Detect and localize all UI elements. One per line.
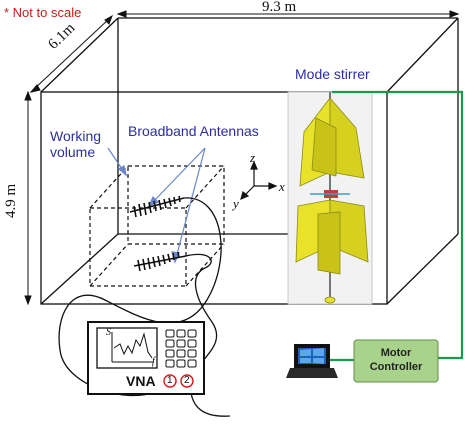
vna-screen-x-label: f <box>152 356 155 367</box>
motor-controller-label: Motor Controller <box>369 347 423 373</box>
stirrer-blade-6 <box>317 211 341 275</box>
vna-label: VNA <box>126 373 156 389</box>
height-label: 4.9 m <box>3 183 19 218</box>
vna-instrument <box>87 321 205 395</box>
chamber-box <box>40 17 459 305</box>
chamber-bottom-right-edge <box>386 233 459 305</box>
z-axis-head <box>250 160 258 170</box>
antenna-pointer-upper <box>151 147 206 204</box>
x-axis-head <box>268 182 278 190</box>
stirrer-control-cable <box>332 90 464 360</box>
working-volume-edge-2 <box>185 165 225 209</box>
width-arrow-bottom <box>29 84 41 93</box>
length-label: 9.3 m <box>262 0 297 15</box>
mode-stirrer-label: Mode stirrer <box>295 66 370 82</box>
mode-stirrer <box>287 91 373 305</box>
antenna-pointer-lower <box>175 147 206 259</box>
laptop-windows-logo <box>300 349 311 356</box>
height-arrow-top <box>24 90 32 101</box>
working-volume <box>89 165 225 287</box>
working-volume-edge-3 <box>185 243 225 287</box>
cable-port-2 <box>185 253 218 383</box>
antenna-upper <box>129 195 185 218</box>
width-arrow-top <box>104 14 113 25</box>
laptop <box>286 344 338 378</box>
port-2-label: 2 <box>184 375 190 386</box>
vna-port-2 <box>180 374 194 388</box>
vna-trace <box>113 332 153 359</box>
vna-screen-y-label: S <box>106 327 111 338</box>
height-arrow-bottom <box>24 295 32 306</box>
broadband-antennas-label: Broadband Antennas <box>128 123 259 139</box>
chamber-front-face <box>40 91 388 305</box>
control-cables <box>326 90 464 362</box>
not-to-scale-note: * Not to scale <box>4 5 82 20</box>
dimension-markers <box>24 10 460 306</box>
chamber-top-right-edge <box>386 17 459 93</box>
width-dimension-line <box>32 17 111 91</box>
vna-port-1 <box>163 374 177 388</box>
stirrer-blade-3 <box>311 117 337 177</box>
y-axis-label: y <box>233 196 239 211</box>
vna-keypad <box>165 329 197 368</box>
working-volume-label: Working volume <box>50 128 102 161</box>
motor-controller-box <box>353 339 439 383</box>
working-volume-back <box>127 165 225 245</box>
coordinate-axes <box>240 160 278 201</box>
z-axis-label: z <box>250 150 256 165</box>
label-pointers <box>107 147 206 264</box>
antenna-lower <box>133 251 187 272</box>
length-arrow-left <box>116 10 127 18</box>
working-volume-edge-1 <box>89 165 129 209</box>
chamber-hidden-floor-diagonal <box>40 233 119 305</box>
stirrer-base <box>324 296 336 304</box>
y-axis-head <box>240 190 250 201</box>
working-volume-pointer-head <box>117 165 127 177</box>
laptop-base <box>286 368 338 378</box>
chamber-top-left-edge <box>40 17 119 93</box>
x-axis-label: x <box>279 179 285 194</box>
working-volume-edge-4 <box>89 243 129 287</box>
port-1-label: 1 <box>167 375 173 386</box>
length-arrow-right <box>449 10 460 18</box>
working-volume-front <box>89 207 187 287</box>
